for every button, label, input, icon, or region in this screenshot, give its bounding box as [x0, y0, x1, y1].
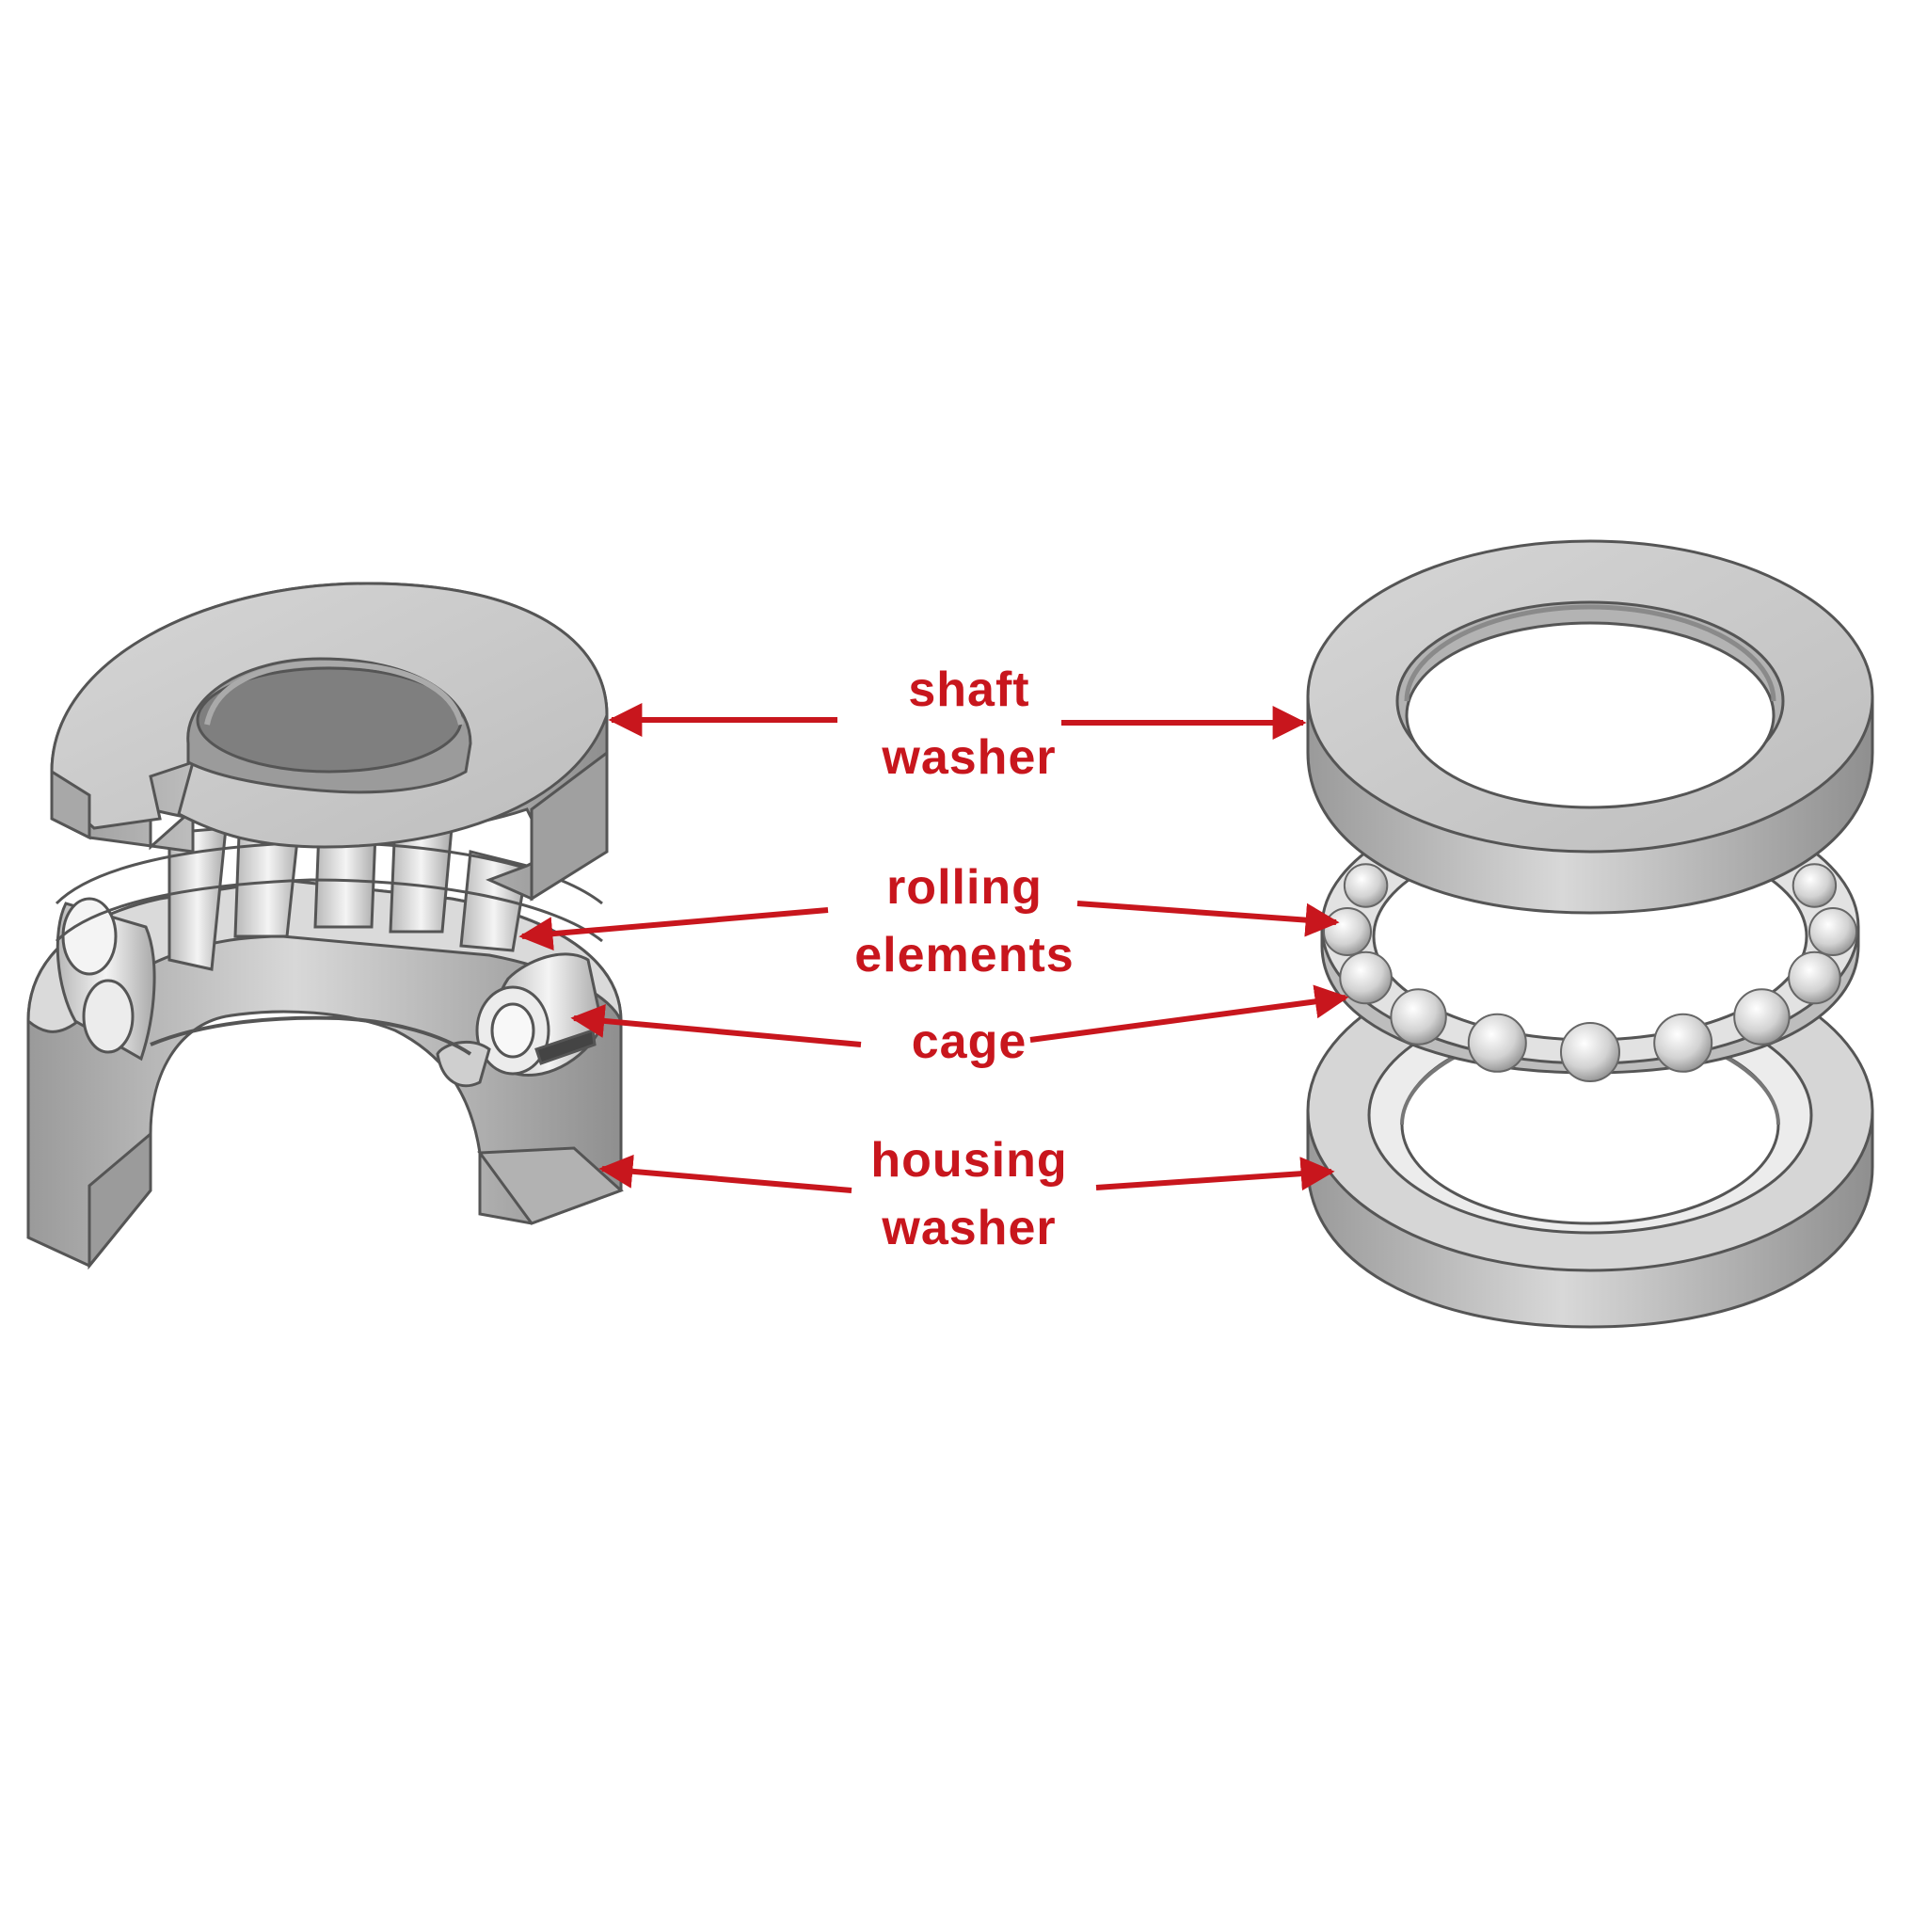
ball	[1734, 989, 1789, 1044]
label-rolling-elements: rolling elements	[814, 854, 1115, 989]
ball	[1340, 952, 1392, 1004]
arrow-housing-washer-left	[602, 1169, 852, 1190]
arrow-housing-washer-right	[1096, 1172, 1331, 1188]
arrow-rolling-elements-right	[1077, 903, 1336, 922]
arrow-rolling-elements-left	[522, 910, 828, 936]
ball	[1654, 1014, 1712, 1072]
label-housing-washer-line1: housing	[819, 1126, 1120, 1194]
ball	[1561, 1023, 1619, 1081]
ball	[1789, 952, 1840, 1004]
label-shaft-washer-line2: washer	[819, 724, 1120, 791]
label-shaft-washer: shaft washer	[819, 656, 1120, 791]
label-cage-line1: cage	[819, 1008, 1120, 1076]
label-rolling-elements-line1: rolling	[814, 854, 1115, 921]
ball	[1793, 864, 1836, 906]
ball	[1324, 908, 1371, 955]
label-rolling-elements-line2: elements	[814, 921, 1115, 989]
left-bearing-illustration	[28, 583, 621, 1266]
ball	[1809, 908, 1856, 955]
ball	[1469, 1014, 1526, 1072]
label-cage: cage	[819, 1008, 1120, 1076]
label-housing-washer-line2: washer	[819, 1194, 1120, 1262]
label-shaft-washer-line1: shaft	[819, 656, 1120, 724]
right-shaft-washer	[1308, 541, 1872, 913]
ball	[1345, 864, 1387, 906]
right-bearing-illustration	[1308, 541, 1872, 1327]
label-housing-washer: housing washer	[819, 1126, 1120, 1262]
ball	[1391, 989, 1445, 1044]
